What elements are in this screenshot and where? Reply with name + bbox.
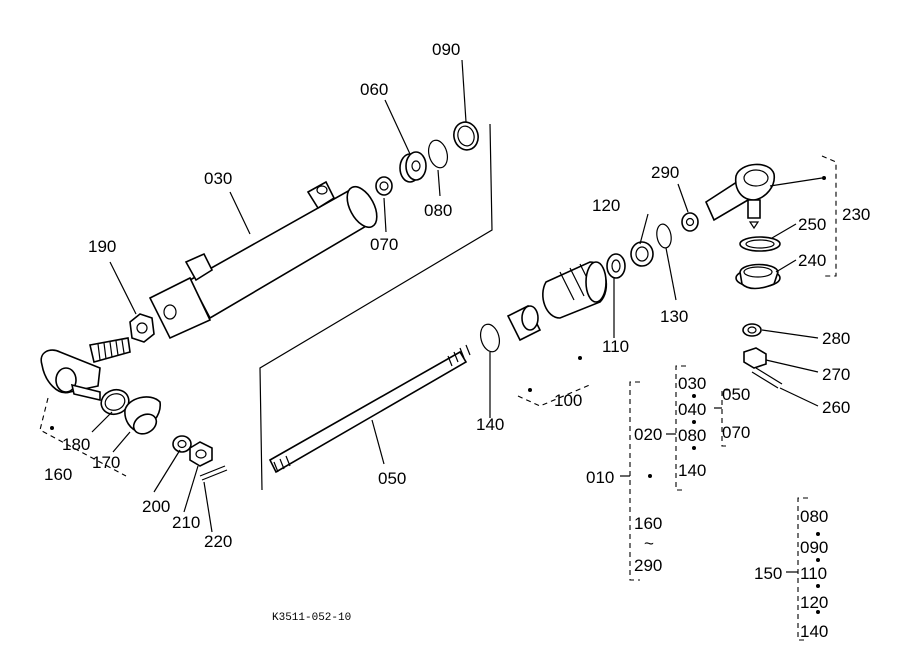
label-170: 170 [92,453,120,472]
label-020-item-030: 030 [678,374,706,393]
label-180: 180 [62,435,90,454]
label-150-item-090: 090 [800,538,828,557]
seal-120 [630,241,654,267]
lock-nut-190 [129,313,155,343]
label-150-item-080: 080 [800,507,828,526]
label-010: 010 [586,468,614,487]
label-110: 110 [602,337,629,356]
label-050-item-070: 070 [722,423,750,442]
cotter-pin-260 [751,367,783,389]
tie-rod-end-right [704,163,776,230]
label-250: 250 [798,215,826,234]
label-020: 020 [634,425,662,444]
label-150: 150 [754,564,782,583]
label-190: 190 [88,237,116,256]
boot-240 [735,263,781,290]
label-130: 130 [660,307,688,326]
tie-rod-end-left [40,337,131,402]
cylinder-tube-030 [148,180,378,340]
boot-170 [124,396,161,435]
label-270: 270 [822,365,850,384]
figure-code: K3511-052-10 [272,612,351,624]
label-070: 070 [370,235,398,254]
label-280: 280 [822,329,850,348]
label-range-tilde: ~ [644,534,654,553]
seal-250 [739,236,781,252]
label-240: 240 [798,251,826,270]
label-150-item-120: 120 [800,593,828,612]
label-020-item-040: 040 [678,400,706,419]
label-090: 090 [432,40,460,59]
label-210: 210 [172,513,200,532]
label-220: 220 [204,532,232,551]
label-120: 120 [592,196,620,215]
label-050-group: 050 [722,385,750,404]
label-290: 290 [651,163,679,182]
label-100: 100 [554,391,582,410]
label-160: 160 [44,465,72,484]
seal-110 [606,253,626,279]
bushing-100 [506,304,542,342]
label-range-to: 290 [634,556,662,575]
label-230: 230 [842,205,870,224]
piston-rod-050 [268,344,471,474]
label-080: 080 [424,201,452,220]
washer-280 [742,323,762,337]
seal-180 [100,388,130,416]
castle-nut-210 [189,441,213,467]
label-150-item-110: 110 [800,564,827,583]
label-030: 030 [204,169,232,188]
piston-060 [399,151,427,183]
nut-070 [375,176,393,196]
label-200: 200 [142,497,170,516]
washer-200 [172,435,192,453]
nut-290 [681,212,699,232]
gland-100 [542,261,608,319]
label-020-item-080: 080 [678,426,706,445]
label-150-item-140: 140 [800,622,828,641]
label-020-item-140: 140 [678,461,706,480]
nut-270 [743,347,767,369]
group-brackets [39,155,837,641]
label-range-from: 160 [634,514,662,533]
seal-090 [453,121,479,151]
piston-rod-box [259,123,493,491]
label-060: 060 [360,80,388,99]
leader-lines [91,59,823,533]
label-260: 260 [822,398,850,417]
o-ring-140 [479,323,501,353]
label-050: 050 [378,469,406,488]
o-ring-080 [427,139,449,169]
cotter-pin-220 [199,465,228,481]
snap-ring-130 [656,223,672,249]
label-140: 140 [476,415,504,434]
